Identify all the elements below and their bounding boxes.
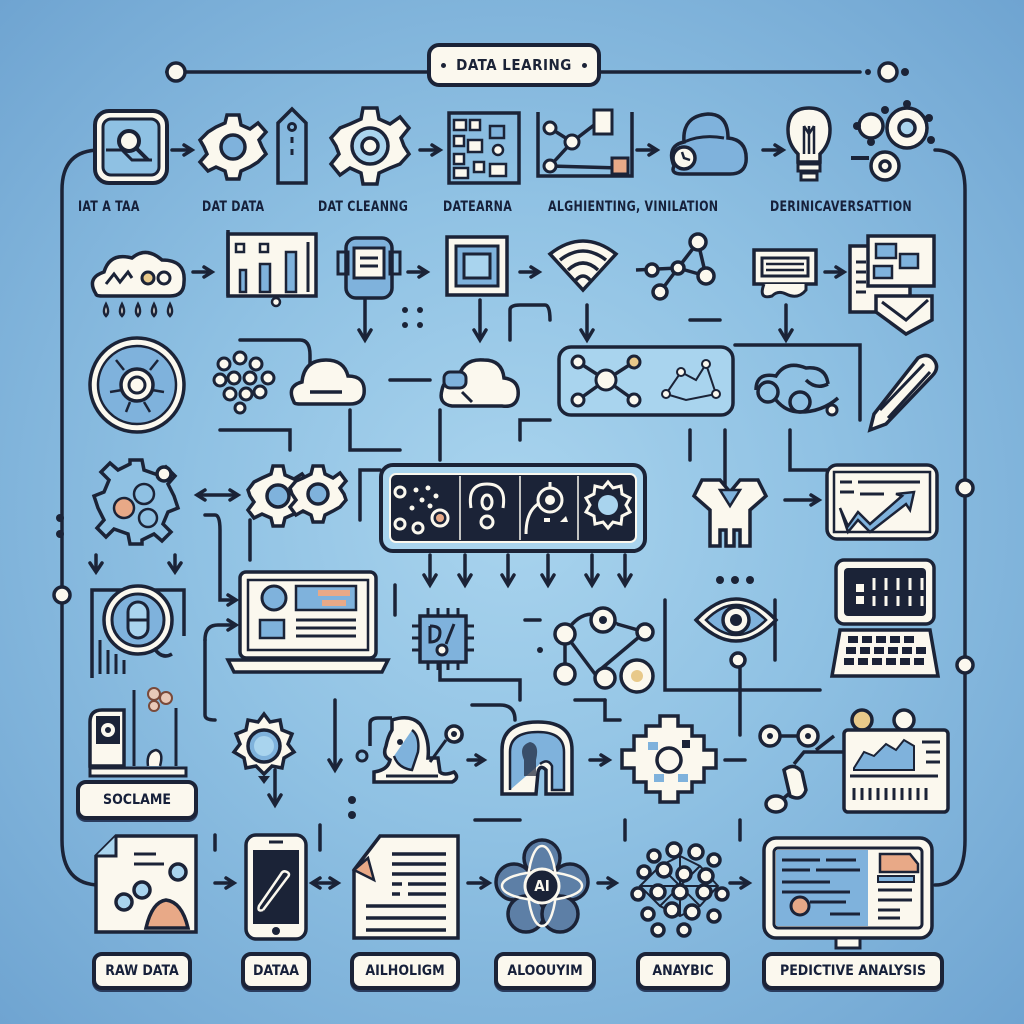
document-stack-icon xyxy=(846,232,940,337)
label-dataa-text: DATAA xyxy=(252,963,300,979)
label-algorithm-text: AILHOLIGM xyxy=(365,963,445,979)
wifi-icon xyxy=(546,238,620,293)
diagram-title-badge: DATA LEARING xyxy=(427,43,601,87)
node-target-icon xyxy=(520,478,576,536)
ai-atom-icon: AI xyxy=(490,834,594,938)
cloud-upload-icon xyxy=(432,352,522,412)
label-conversation-step: DERINICAVERSATTION xyxy=(770,199,912,215)
label-dataa: DATAA xyxy=(241,952,311,990)
label-alouuyim-text: ALOOUYIM xyxy=(507,963,583,979)
message-board-icon xyxy=(750,244,820,306)
text-document-icon xyxy=(350,832,462,942)
label-analytic-text: ANAYBIC xyxy=(652,963,714,979)
keyboard-terminal-icon xyxy=(826,556,942,682)
label-data-step: DAT DATA xyxy=(202,199,265,215)
analytics-chart-icon xyxy=(754,706,950,814)
magnifier-capsule-icon xyxy=(88,580,192,680)
rain-cloud-icon xyxy=(86,248,190,324)
social-label-text: SOCLAME xyxy=(103,792,171,808)
molecule-dots-icon xyxy=(392,478,454,536)
cloud-person-icon xyxy=(662,108,750,184)
brain-outline-icon xyxy=(465,478,509,536)
label-predictive-analysis-text: PEDICTIVE ANALYSIS xyxy=(779,963,927,979)
monitor-report-icon xyxy=(760,834,936,952)
node-graph-icon xyxy=(630,228,720,306)
gear-icon xyxy=(197,112,269,182)
hands-network-icon xyxy=(746,350,850,420)
gear-ring-icon xyxy=(231,711,297,784)
label-alouuyim: ALOOUYIM xyxy=(494,952,596,990)
neural-cluster-icon xyxy=(630,836,730,938)
lightbulb-icon xyxy=(784,104,834,186)
target-disc-icon xyxy=(86,334,188,436)
network-diagram-icon xyxy=(534,108,636,180)
dual-gears-icon xyxy=(245,456,349,536)
smartphone-icon xyxy=(243,832,309,942)
central-processing-panel xyxy=(378,462,648,554)
pixel-gear-icon xyxy=(620,712,720,806)
label-raw-data: RAW DATA xyxy=(92,952,192,990)
circuit-grid-icon xyxy=(446,110,522,186)
network-panel-icon xyxy=(556,344,736,418)
gears-cluster-icon xyxy=(90,456,182,548)
robot-doc-icon xyxy=(336,232,402,304)
social-label-badge: SOCLAME xyxy=(76,780,198,820)
gears-cluster-icon xyxy=(845,100,945,190)
label-predictive-analysis: PEDICTIVE ANALYSIS xyxy=(762,952,944,990)
hand-head-icon xyxy=(355,716,468,792)
image-document-icon xyxy=(90,832,202,934)
molecule-cluster-icon xyxy=(212,350,276,415)
trend-chart-icon xyxy=(824,462,940,542)
node-network-icon xyxy=(545,600,665,696)
hands-diamond-icon xyxy=(690,470,770,550)
cloud-icon xyxy=(286,352,368,408)
ai-badge-text: AI xyxy=(534,877,550,895)
diagram-title: DATA LEARING xyxy=(456,56,572,74)
eye-icon xyxy=(692,594,780,646)
chip-icon xyxy=(408,604,478,674)
camera-device-icon xyxy=(88,686,188,778)
tag-icon xyxy=(270,103,312,189)
title-dot-right xyxy=(581,62,587,68)
laptop-dashboard-icon xyxy=(225,568,391,676)
sun-gear-icon xyxy=(582,478,634,534)
search-window-icon xyxy=(92,108,170,186)
label-analytic: ANAYBIC xyxy=(636,952,730,990)
bar-chart-board-icon xyxy=(224,228,320,308)
square-frame-icon xyxy=(444,234,510,298)
label-raw-data-step: IAT A TAA xyxy=(78,199,140,215)
label-data-cleaning-step: DAT CLEANNG xyxy=(318,199,409,215)
label-raw-data-text: RAW DATA xyxy=(105,963,179,979)
magnet-brain-icon xyxy=(496,720,578,798)
title-dot-left xyxy=(441,62,447,68)
label-algorithm: AILHOLIGM xyxy=(350,952,460,990)
label-data-learning-step: DATEARNA xyxy=(443,199,513,215)
pencil-icon xyxy=(866,352,940,433)
gear-cleaning-icon xyxy=(328,104,412,188)
label-algorithm-validation-step: ALGHIENTING, VINILATION xyxy=(548,199,719,215)
